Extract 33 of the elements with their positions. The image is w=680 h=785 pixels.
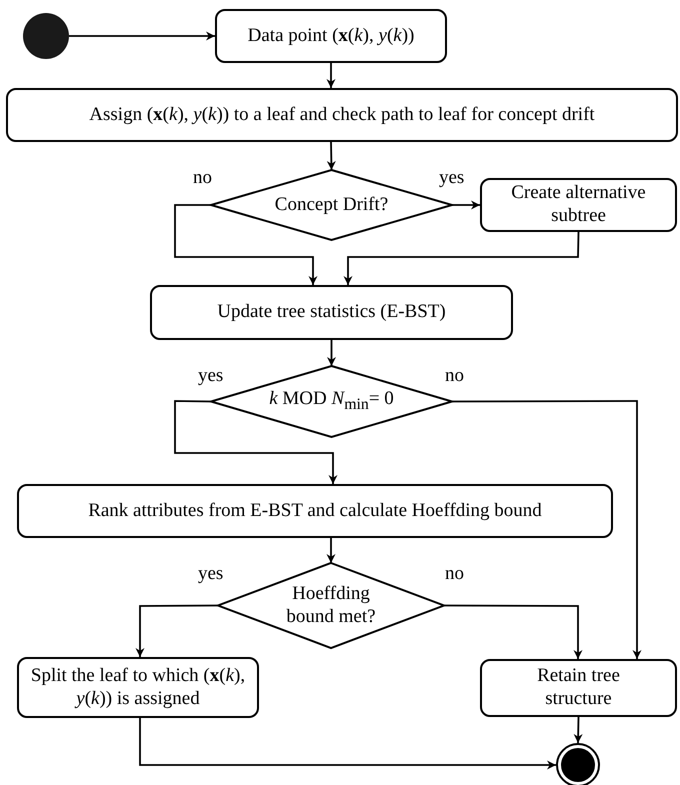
process-box (150, 285, 513, 340)
arrow (327, 340, 336, 366)
arrow (139, 718, 556, 770)
process-box (480, 659, 677, 717)
arrow (344, 232, 580, 285)
node-label: Concept Drift? (274, 194, 390, 216)
process-box (17, 484, 613, 538)
node-label: k MOD N$_{min}$= 0 (268, 388, 395, 415)
node-label: Rank attributes from E-BST and calculate Hoeffding bound (87, 500, 543, 522)
node-label: Retain tree structure (536, 665, 621, 711)
node-label: Hoeffding bound met? (285, 582, 377, 628)
arrow (444, 604, 582, 659)
arrow (69, 32, 215, 40)
arrow (174, 400, 338, 484)
node-label: Split the leaf to which (x(k), y(k)) is assigned (30, 664, 246, 710)
final-node-circle (556, 743, 600, 785)
arrow (452, 400, 642, 659)
node-label: Data point (x(k), y(k)) (246, 24, 416, 48)
arrow (574, 716, 583, 744)
arrow (326, 538, 336, 563)
node-label: Assign (x(k), y(k)) to a leaf and check path to leaf for concept drift (88, 104, 596, 126)
process-box (480, 178, 677, 232)
node-label: Create alternative subtree (510, 182, 647, 228)
initial-node-circle (23, 13, 69, 59)
process-box (6, 88, 678, 142)
arrow (174, 204, 318, 285)
arrow (452, 200, 480, 210)
node-label: Update tree statistics (E-BST) (216, 301, 447, 324)
process-box (17, 657, 259, 718)
arrow (136, 604, 218, 657)
arrow (326, 63, 336, 88)
arrow (326, 142, 336, 170)
process-box (215, 9, 447, 63)
